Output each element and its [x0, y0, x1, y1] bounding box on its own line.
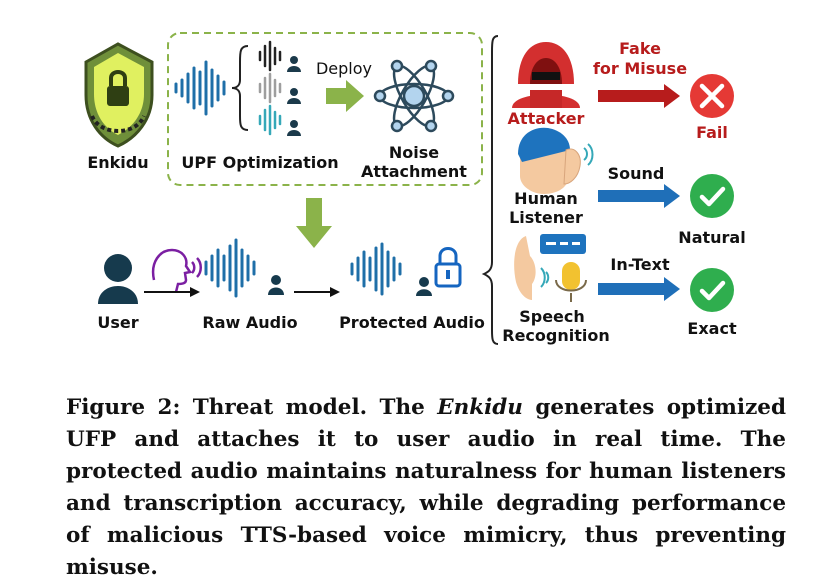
- upf-brace: [231, 45, 249, 131]
- natural-label: Natural: [678, 228, 745, 247]
- sound-label: Sound: [608, 164, 665, 183]
- user-label: User: [97, 313, 138, 332]
- raw-audio-person-icon: [268, 275, 284, 295]
- upf-dashed-box: [167, 32, 483, 186]
- protected-person-icon: [416, 277, 432, 296]
- speaking-head-icon: [151, 248, 202, 293]
- fake-label-line2: for Misuse: [593, 59, 687, 78]
- fake-label-line1: Fake: [619, 39, 661, 58]
- upf-waveform-icon: [174, 60, 226, 116]
- fail-label: Fail: [696, 123, 728, 142]
- intext-arrow: [598, 277, 680, 301]
- lock-icon: [434, 247, 462, 288]
- raw-audio-waveform-icon: [204, 238, 256, 298]
- intext-label: In-Text: [610, 255, 670, 274]
- human-label-line1: Human: [514, 189, 578, 208]
- natural-check-icon: [690, 174, 734, 218]
- noise-label-line2: Attachment: [361, 162, 467, 181]
- deploy-arrow: [326, 80, 364, 112]
- fake-arrow: [598, 84, 680, 108]
- raw-audio-label: Raw Audio: [202, 313, 297, 332]
- caption-text: generates optimized UFP and attaches it …: [66, 395, 787, 580]
- noise-atom-icon: [373, 59, 455, 133]
- deploy-label: Deploy: [316, 59, 372, 78]
- sound-arrow: [598, 184, 680, 208]
- protected-audio-label: Protected Audio: [339, 313, 485, 332]
- human-label-line2: Listener: [509, 208, 583, 227]
- attacker-label: Attacker: [508, 109, 585, 128]
- caption-prefix: Figure 2: Threat model. The: [66, 395, 438, 420]
- caption-name: Enkidu: [437, 395, 523, 420]
- outcome-brace: [481, 35, 499, 345]
- upf-optimization-label: UPF Optimization: [181, 153, 338, 172]
- exact-check-icon: [690, 268, 734, 312]
- speech-label-line2: Recognition: [502, 326, 610, 345]
- human-listener-icon: [518, 127, 594, 194]
- enkidu-shield-icon: [84, 42, 154, 148]
- figure-caption: Figure 2: Threat model. The Enkidu gener…: [66, 392, 786, 584]
- attacker-icon: [512, 42, 580, 108]
- fail-x-icon: [690, 74, 734, 118]
- noise-label-line1: Noise: [389, 143, 439, 162]
- user-icon: [98, 254, 138, 304]
- speech-recognition-icon: [514, 234, 587, 302]
- protected-audio-waveform-icon: [350, 242, 402, 296]
- exact-label: Exact: [687, 319, 737, 338]
- enkidu-label: Enkidu: [87, 153, 148, 172]
- down-arrow: [296, 198, 332, 248]
- voice-profiles-icon: [258, 40, 301, 136]
- threat-model-figure: Enkidu UPF Optimization Deploy: [84, 32, 746, 345]
- speech-label-line1: Speech: [519, 307, 585, 326]
